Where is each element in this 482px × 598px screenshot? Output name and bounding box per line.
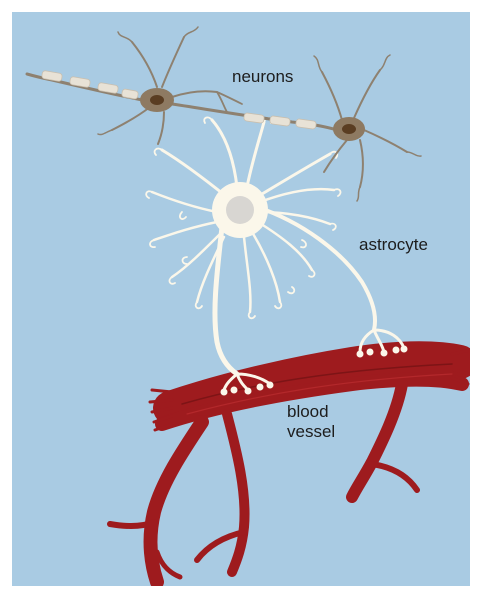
blood-vessel: [110, 350, 470, 582]
neuron-right: [333, 117, 365, 141]
neurons: [27, 27, 421, 201]
diagram-panel: neurons astrocyte blood vessel: [12, 12, 470, 586]
neuron-left: [140, 88, 174, 112]
diagram-illustration: [12, 12, 470, 586]
blood-label: blood: [287, 402, 329, 421]
vessel-label: vessel: [287, 422, 335, 441]
astrocyte-nucleus: [226, 196, 254, 224]
neurons-label: neurons: [232, 67, 293, 86]
astrocyte-label: astrocyte: [359, 235, 428, 254]
